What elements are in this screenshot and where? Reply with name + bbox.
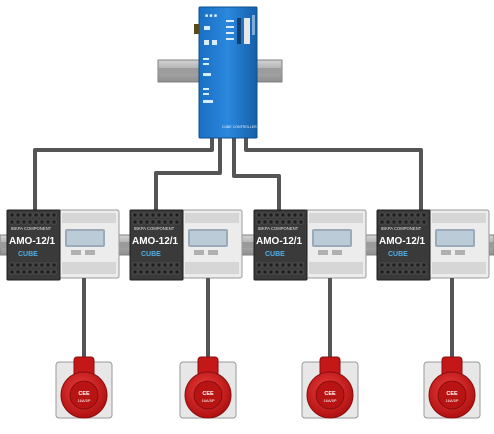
module-model: AMO-12/1 <box>379 236 426 247</box>
module-tag: CUBE <box>265 251 285 258</box>
lcd-display <box>437 231 473 245</box>
socket-rating: 16A/5P <box>77 398 90 403</box>
lcd-display <box>314 231 350 245</box>
module-brand: IBKPA COMPONENT <box>258 226 299 231</box>
module-tag: CUBE <box>18 251 38 258</box>
power-meter <box>305 209 367 279</box>
socket-label: CEE <box>446 391 458 397</box>
controller-top-label: ■ ■ ■ <box>205 13 217 19</box>
power-meter <box>58 209 120 279</box>
controller-bottom-label: CUBE CONTROLLER <box>222 125 257 129</box>
module-model: AMO-12/1 <box>256 236 303 247</box>
module-tag: CUBE <box>388 251 408 258</box>
controller-unit: ■ ■ ■ CUBE CONTROLLER <box>194 6 258 139</box>
socket-label: CEE <box>78 391 90 397</box>
socket-label: CEE <box>324 391 336 397</box>
lcd-display <box>67 231 103 245</box>
socket-rating: 16A/5P <box>201 398 214 403</box>
socket-rating: 16A/5P <box>323 398 336 403</box>
power-meter <box>428 209 490 279</box>
module-tag: CUBE <box>141 251 161 258</box>
lcd-display <box>190 231 226 245</box>
socket-label: CEE <box>202 391 214 397</box>
socket-rating: 16A/5P <box>445 398 458 403</box>
module-model: AMO-12/1 <box>132 236 179 247</box>
module-brand: IBKPA COMPONENT <box>381 226 422 231</box>
power-meter <box>181 209 243 279</box>
module-model: AMO-12/1 <box>9 236 56 247</box>
module-din-rail <box>0 234 494 256</box>
bus-cables <box>33 138 423 213</box>
module-brand: IBKPA COMPONENT <box>134 226 175 231</box>
module-brand: IBKPA COMPONENT <box>11 226 52 231</box>
